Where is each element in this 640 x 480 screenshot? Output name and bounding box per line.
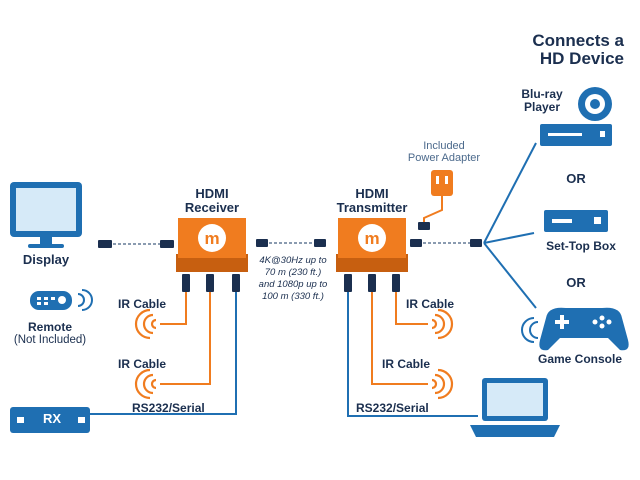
- bluray-line1: Blu-ray: [521, 87, 563, 101]
- bluray-player-icon: [540, 87, 612, 146]
- source-cable: [410, 142, 537, 309]
- receiver-cables: [90, 274, 240, 415]
- display-monitor-icon: [10, 182, 82, 248]
- distance-note: 4K@30Hz up to 70 m (230 ft.) and 1080p u…: [246, 255, 340, 303]
- power-adapter-label: Included Power Adapter: [396, 140, 492, 164]
- remote-caption: Remote (Not Included): [0, 321, 100, 346]
- remote-note: (Not Included): [13, 333, 87, 346]
- rx-box: [10, 407, 90, 433]
- distance-line4: 100 m (330 ft.): [262, 290, 324, 302]
- game-controller-icon: [521, 307, 629, 351]
- header-line2: HD Device: [539, 48, 624, 68]
- receiver-title-line1: HDMI: [195, 186, 229, 201]
- manhattan-logo-icon: m: [204, 229, 219, 248]
- ir-cable-label-transmitter-bottom: IR Cable: [382, 357, 431, 371]
- header-line1: Connects a: [532, 31, 624, 50]
- cat-cable: [256, 239, 326, 247]
- rs232-label-receiver: RS232/Serial: [132, 401, 205, 415]
- game-console-label: Game Console: [537, 352, 623, 366]
- distance-line3: and 1080p up to: [258, 278, 328, 290]
- or-label-bottom: OR: [566, 275, 586, 290]
- display-label: Display: [22, 252, 70, 267]
- rs232-label-transmitter: RS232/Serial: [356, 401, 429, 415]
- remote-label: Remote: [27, 320, 72, 334]
- transmitter-cables: [344, 274, 478, 417]
- power-line1: Included: [423, 140, 465, 152]
- remote-icon: [30, 289, 93, 311]
- or-label-top: OR: [566, 171, 586, 186]
- transmitter-title: HDMI Transmitter: [322, 187, 422, 214]
- laptop-icon: [470, 378, 560, 437]
- header-title: Connects a HD Device: [500, 32, 624, 68]
- set-top-box-icon: [544, 210, 608, 232]
- bluray-label: Blu-ray Player: [512, 88, 572, 113]
- set-top-box-label: Set-Top Box: [546, 239, 616, 253]
- bluray-line2: Player: [523, 99, 561, 114]
- ir-cable-label-transmitter-top: IR Cable: [406, 297, 455, 311]
- ir-cable-label-receiver-bottom: IR Cable: [118, 357, 167, 371]
- power-adapter-icon: [418, 170, 453, 230]
- rx-label: RX: [42, 411, 62, 426]
- hdmi-cable-display: [98, 240, 174, 248]
- transmitter-title-line2: Transmitter: [336, 199, 408, 215]
- power-line2: Power Adapter: [407, 151, 481, 164]
- svg-text:m: m: [364, 229, 379, 248]
- ir-cable-label-receiver-top: IR Cable: [118, 297, 167, 311]
- transmitter-title-line1: HDMI: [355, 186, 389, 201]
- hdmi-receiver-box: m: [176, 218, 248, 272]
- hdmi-transmitter-box: m: [336, 218, 408, 272]
- distance-line2: 70 m (230 ft.): [264, 266, 322, 278]
- distance-line1: 4K@30Hz up to: [259, 255, 327, 266]
- receiver-title-line2: Receiver: [184, 199, 240, 215]
- receiver-title: HDMI Receiver: [172, 187, 252, 214]
